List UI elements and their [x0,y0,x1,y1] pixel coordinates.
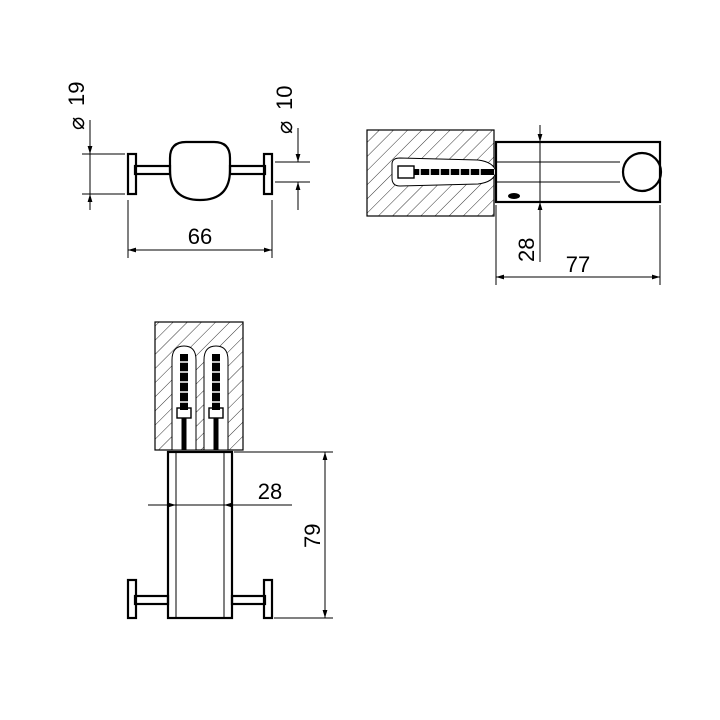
side-set-screw [508,193,520,199]
side-length-label: 77 [566,252,590,277]
front-left-arm [133,164,172,176]
front-right-cap [262,152,274,196]
side-hook-end-circle [621,151,663,193]
side-hook-body [494,140,662,204]
front-right-arm [228,164,267,176]
bottom-anchor-screw-right [208,354,224,450]
bottom-right-cap [262,578,274,620]
side-view: 28 77 [366,125,663,285]
front-left-cap [126,152,138,196]
side-depth-label: 28 [514,238,539,262]
bottom-hook-body [166,450,234,620]
front-width-label: 66 [188,224,212,249]
bottom-left-arm [133,594,170,606]
front-diameter-large-label: 19 [64,82,89,106]
front-hook-body [168,140,232,202]
bottom-width-label: 28 [258,479,282,504]
bottom-wall-section [154,321,244,451]
bottom-height-label: 79 [300,524,325,548]
front-view: ⌀ 19 ⌀ 10 66 [64,82,310,258]
bottom-view: 28 79 [126,321,333,620]
bottom-left-cap [126,578,138,620]
front-diameter-small-label: 10 [272,86,297,110]
side-anchor-screw [397,165,494,179]
front-diameter-symbol-left: ⌀ [64,117,89,130]
bottom-anchor-screw-left [176,354,192,450]
front-diameter-symbol-right: ⌀ [272,121,297,134]
bottom-right-arm [230,594,267,606]
